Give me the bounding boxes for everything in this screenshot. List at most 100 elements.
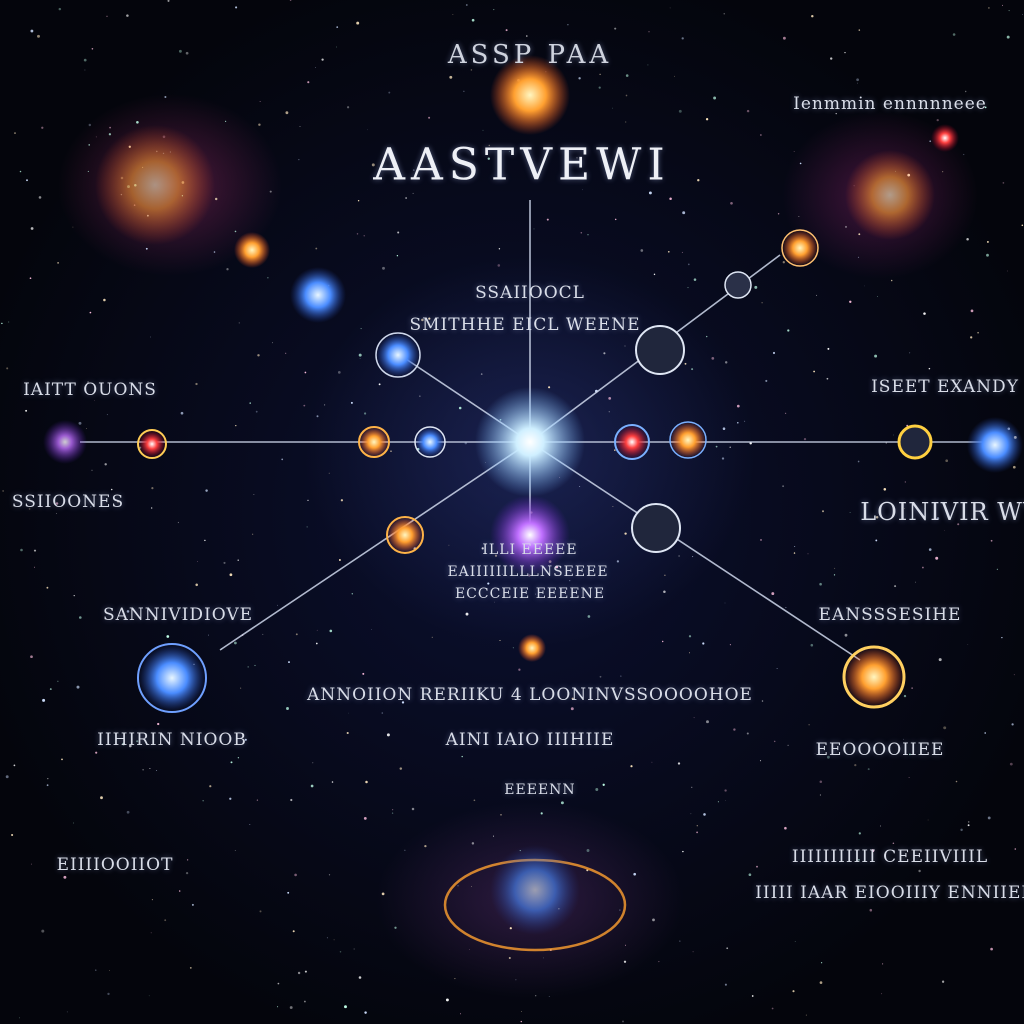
star-dot <box>237 757 240 759</box>
star-dot <box>706 335 708 338</box>
star-dot <box>362 672 365 675</box>
star-dot <box>339 950 342 953</box>
star-dot <box>822 510 824 513</box>
star-dot <box>705 118 709 121</box>
node-left-3 <box>414 426 446 458</box>
label-right-base-1: IIIIIIIIIII CEEIIVIIIL <box>791 847 989 867</box>
star-dot <box>941 980 945 983</box>
star-dot <box>819 981 823 984</box>
star-dot <box>364 412 367 415</box>
star-dot <box>1021 224 1024 227</box>
star-dot <box>492 835 495 837</box>
star-dot <box>224 120 227 123</box>
star-dot <box>38 196 42 199</box>
star-dot <box>108 970 110 972</box>
star-dot <box>448 544 450 546</box>
star-dot <box>411 807 415 811</box>
star-dot <box>142 769 144 771</box>
star-dot <box>960 828 963 832</box>
star-dot <box>151 487 154 490</box>
label-center-mid-1: ILLI EEEEE <box>482 542 578 558</box>
star-dot <box>787 329 790 332</box>
star-dot <box>126 610 130 613</box>
star-dot <box>262 633 264 635</box>
star-dot <box>350 401 353 404</box>
star-dot <box>724 602 726 604</box>
star-dot <box>103 298 106 302</box>
star-dot <box>647 64 649 66</box>
star-dot <box>784 826 787 830</box>
node-lower-left-diag <box>386 516 424 554</box>
star-dot <box>58 7 62 11</box>
star-dot <box>854 763 857 767</box>
star-dot <box>294 873 297 877</box>
star-dot <box>737 421 739 424</box>
star-dot <box>987 816 991 820</box>
label-left-lower-1: SSIIOONES <box>11 492 125 512</box>
node-purple-center <box>490 495 570 575</box>
star-dot <box>13 764 16 767</box>
star-dot <box>856 78 859 82</box>
star-dot <box>717 801 719 803</box>
star-dot <box>480 373 483 375</box>
star-dot <box>970 309 974 313</box>
star-dot <box>814 752 816 754</box>
star-dot <box>569 580 571 582</box>
star-dot <box>14 132 16 134</box>
star-dot <box>587 615 591 618</box>
star-dot <box>329 629 333 633</box>
star-dot <box>136 740 139 743</box>
star-dot <box>984 106 987 109</box>
star-dot <box>533 228 535 230</box>
label-bottom-row: ANNOIION RERIIKU 4 LOONINVSSOOOOHOE <box>307 685 753 705</box>
star-dot <box>630 765 633 768</box>
star-dot <box>760 538 762 541</box>
star-dot <box>857 460 860 463</box>
star-dot <box>8 321 10 323</box>
star-dot <box>83 58 87 62</box>
star-dot <box>109 126 111 129</box>
star-dot <box>729 644 731 646</box>
star-dot <box>396 255 399 257</box>
star-dot <box>722 427 726 430</box>
star-dot <box>1002 182 1005 184</box>
star-dot <box>267 277 269 279</box>
star-dot <box>405 197 407 199</box>
star-dot <box>721 457 725 460</box>
label-right-mid: ISEET EXANDY <box>871 377 1019 397</box>
star-dot <box>34 566 35 568</box>
star-dot <box>164 95 167 99</box>
star-dot <box>292 930 295 933</box>
star-dot <box>612 107 613 109</box>
node-left-1 <box>137 429 167 459</box>
star-dot <box>84 69 86 71</box>
star-dot <box>653 273 656 276</box>
star-dot <box>19 170 22 173</box>
star-dot <box>29 277 32 280</box>
star-dot <box>648 31 650 33</box>
star-dot <box>844 51 846 54</box>
star-dot <box>882 963 884 965</box>
star-dot <box>487 157 491 160</box>
star-dot <box>364 1011 367 1014</box>
star-dot <box>471 18 475 22</box>
star-dot <box>875 539 878 542</box>
star-dot <box>399 767 403 770</box>
star-dot <box>315 247 318 250</box>
star-dot <box>1006 35 1010 39</box>
star-dot <box>942 171 944 173</box>
star-dot <box>869 908 873 912</box>
star-dot <box>726 947 729 950</box>
star-dot <box>845 225 847 228</box>
star-dot <box>297 971 301 975</box>
star-dot <box>690 813 692 815</box>
star-dot <box>711 357 715 360</box>
star-dot <box>91 469 93 471</box>
star-dot <box>30 655 33 659</box>
label-center-mid-2: EAIIIIIILLLNSEEEE <box>447 564 609 580</box>
star-dot <box>471 842 475 845</box>
star-dot <box>602 783 605 786</box>
star-dot <box>713 96 717 100</box>
star-dot <box>457 885 459 887</box>
star-dot <box>191 903 194 906</box>
